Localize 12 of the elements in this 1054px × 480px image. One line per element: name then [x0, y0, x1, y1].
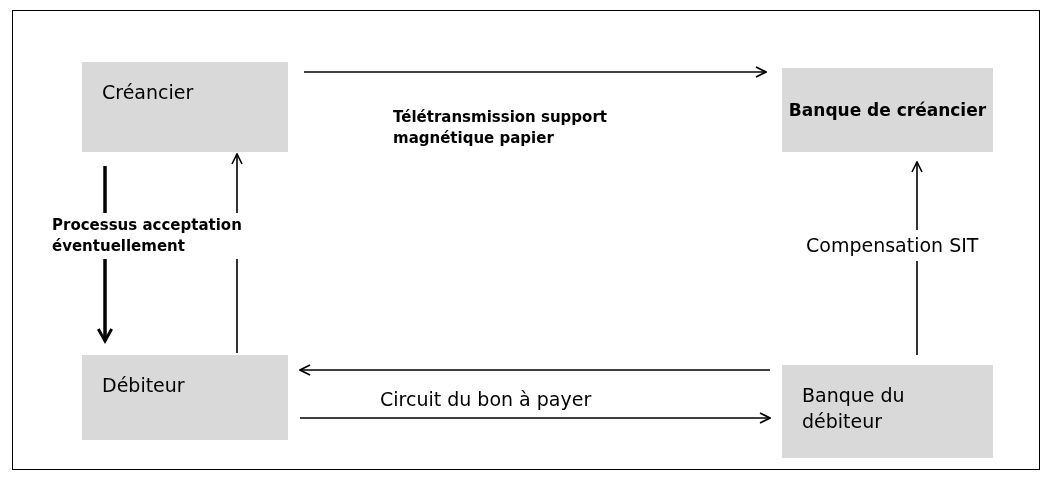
node-label: Banque de créancier [788, 98, 987, 122]
node-label: Créancier [102, 80, 194, 105]
process-box [782, 68, 993, 152]
process-box [82, 355, 288, 440]
arrow [299, 412, 771, 424]
node-label: Débiteur [102, 373, 185, 398]
arrow [299, 364, 771, 376]
process-box [782, 365, 993, 458]
node-label: Banque du débiteur [802, 383, 906, 434]
arrow [303, 66, 767, 78]
edge-label: Compensation SIT [806, 230, 979, 261]
process-box [82, 62, 288, 152]
